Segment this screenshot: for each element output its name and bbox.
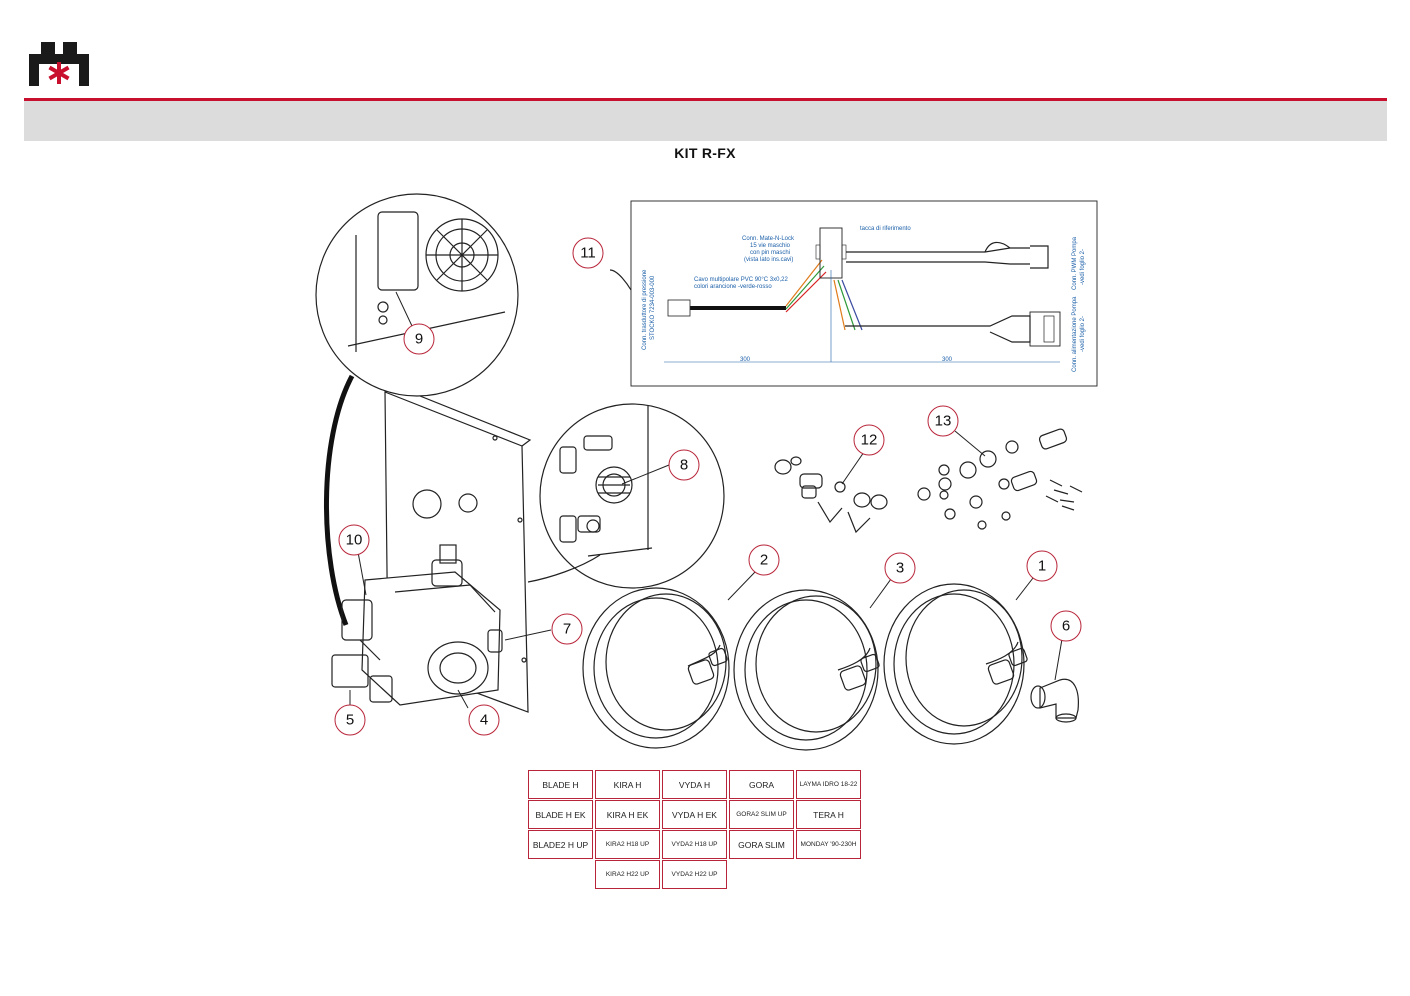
label-left-conn-1: Conn. trasduttore di pressione [642, 269, 648, 350]
model-cell [528, 860, 593, 889]
model-cell: KIRA2 H22 UP [595, 860, 660, 889]
wiring-diagram [630, 200, 1098, 387]
svg-text:7: 7 [563, 621, 571, 638]
page-title: KIT R-FX [674, 145, 736, 161]
label-conn-matelock: Conn. Mate-N-Lock [742, 236, 795, 242]
callout-2: 2 [748, 544, 780, 576]
pump-group [331, 544, 503, 706]
model-cell: VYDA H [662, 770, 727, 799]
label-tacca: tacca di riferimento [860, 226, 911, 232]
callout-9: 9 [403, 323, 435, 355]
label-cable-1: Cavo multipolare PVC 90°C 3x0,22 [694, 277, 788, 283]
svg-text:11: 11 [580, 245, 596, 262]
model-cell: BLADE H EK [528, 800, 593, 829]
model-cell: GORA [729, 770, 794, 799]
callout-7: 7 [551, 613, 583, 645]
svg-text:9: 9 [415, 331, 423, 348]
svg-text:12: 12 [861, 432, 878, 449]
model-cell: BLADE2 H UP [528, 830, 593, 859]
kit-item-13-parts [917, 428, 1083, 530]
callout-6: 6 [1050, 610, 1082, 642]
model-cell: KIRA H [595, 770, 660, 799]
detail-circle-8 [539, 403, 725, 589]
svg-text:13: 13 [935, 413, 952, 430]
hose-item-2 [582, 587, 730, 749]
callout-10: 10 [338, 524, 370, 556]
callout-11: 11 [572, 237, 604, 269]
svg-text:5: 5 [346, 712, 354, 729]
svg-text:3: 3 [896, 560, 904, 577]
model-cell: VYDA H EK [662, 800, 727, 829]
elbow-fitting-6 [1030, 678, 1079, 723]
label-left-conn-2: STOCKO 7234-003-000 [650, 275, 656, 340]
callout-leaders [349, 291, 1063, 709]
model-cell: GORA SLIM [729, 830, 794, 859]
callout-3: 3 [884, 552, 916, 584]
callout-8: 8 [668, 449, 700, 481]
detail-circle-9 [315, 193, 519, 397]
label-right-conn-top-1: Conn. PWM Pompa [1072, 236, 1078, 290]
label-conn-matelock-3: con pin maschi [750, 250, 790, 256]
svg-text:1: 1 [1038, 558, 1046, 575]
svg-text:2: 2 [760, 552, 768, 569]
callout-12: 12 [853, 424, 885, 456]
label-dim-right: 300 [942, 357, 953, 363]
company-logo [29, 42, 89, 86]
svg-text:6: 6 [1062, 618, 1070, 635]
label-conn-matelock-4: (vista lato ins.cavi) [744, 257, 793, 263]
hose-item-3 [733, 589, 880, 751]
callout-5: 5 [334, 704, 366, 736]
callout-1: 1 [1026, 550, 1058, 582]
label-right-conn-bot-1: Conn. alimentazione Pompa [1072, 296, 1078, 372]
label-right-conn-bot-2: -vedi foglio 2- [1080, 316, 1086, 352]
callout-4: 4 [468, 704, 500, 736]
wiring-diagram-labels: Conn. Mate-N-Lock 15 vie maschio con pin… [642, 226, 1086, 372]
callouts: 1 2 3 4 5 6 7 8 9 10 11 12 13 [334, 237, 1082, 736]
label-cable-2: colori arancione -verde-rosso [694, 284, 772, 290]
kit-item-12-parts [774, 456, 888, 534]
model-cell: GORA2 SLIM UP [729, 800, 794, 829]
model-cell: KIRA2 H18 UP [595, 830, 660, 859]
svg-text:4: 4 [480, 712, 488, 729]
header-red-rule [24, 98, 1387, 101]
label-conn-matelock-2: 15 vie maschio [750, 243, 791, 249]
hose-item-1 [883, 583, 1028, 745]
header-grey-band [24, 101, 1387, 141]
model-cell: LAYMA IDRO 18-22 [796, 770, 861, 799]
model-cell: TERA H [796, 800, 861, 829]
svg-text:8: 8 [680, 457, 688, 474]
model-cell: KIRA H EK [595, 800, 660, 829]
svg-text:10: 10 [346, 532, 363, 549]
model-cell: VYDA2 H22 UP [662, 860, 727, 889]
label-right-conn-top-2: -vedi foglio 2- [1080, 249, 1086, 285]
model-cell: MONDAY '90-230H [796, 830, 861, 859]
model-cell: BLADE H [528, 770, 593, 799]
model-cell: VYDA2 H18 UP [662, 830, 727, 859]
callout-13: 13 [927, 405, 959, 437]
label-dim-left: 300 [740, 357, 751, 363]
